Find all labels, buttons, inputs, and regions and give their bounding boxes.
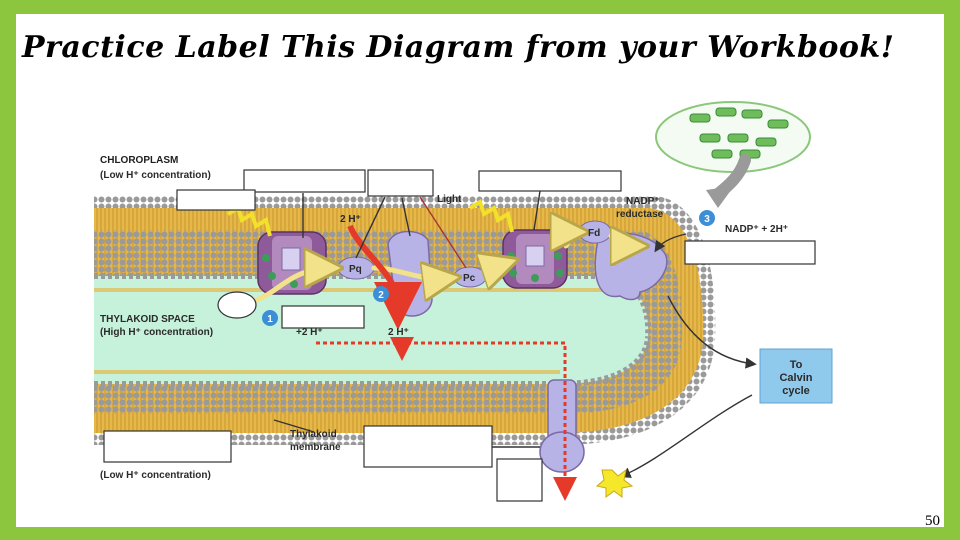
photosystem-i [502,229,568,289]
thylakoid-space-sub: (High H⁺ concentration) [100,327,213,338]
thylakoid-membrane-line-2: membrane [290,442,341,453]
answer-box-6[interactable] [281,305,365,329]
h-bottom-left-label: +2 H⁺ [296,327,323,338]
calvin-line-1: To [790,359,803,371]
slide-title: Practice Label This Diagram from your Wo… [22,30,895,65]
answer-box-8[interactable] [363,425,493,468]
nadp-reductase-line-1: NADP⁺ [626,196,660,207]
atp-burst-icon [595,468,634,498]
calvin-line-2: Calvin [779,372,812,384]
step-3-label: 3 [704,214,710,225]
pointer-lines [273,190,757,478]
chloroplasm-sub: (Low H⁺ concentration) [100,170,211,181]
answer-box-7[interactable] [103,430,232,463]
h-ion-arrows [316,224,577,501]
step-3-badge [699,210,715,226]
step-1-badge [262,310,278,326]
answer-oval[interactable] [217,291,257,319]
step-2-badge [373,286,389,302]
calvin-cycle-box [759,348,833,404]
answer-box-1[interactable] [243,169,366,193]
thylakoid-membrane-line-1: Thylakoid [290,429,337,440]
nadp-reductase-line-2: reductase [616,209,664,220]
answer-box-2[interactable] [367,169,434,197]
h-top-label: 2 H⁺ [340,214,361,225]
bottom-sub: (Low H⁺ concentration) [100,470,211,481]
answer-box-9[interactable] [496,458,543,502]
photosystem-ii [257,231,327,295]
step-1-label: 1 [267,314,273,325]
thylakoid-space-title: THYLAKOID SPACE [100,314,195,325]
step-2-label: 2 [378,290,384,301]
light-label: Light [437,194,462,205]
answer-box-4[interactable] [176,189,256,211]
nadp-equation: NADP⁺ + 2H⁺ [725,224,788,235]
calvin-line-3: cycle [782,385,810,397]
fd-label: Fd [588,228,600,239]
atp-synthase [539,379,585,473]
chloroplast-icon [655,101,811,208]
chloroplasm-title: CHLOROPLASM [100,155,178,166]
page-number: 50 [925,513,940,529]
pq-label: Pq [349,264,362,275]
answer-box-3[interactable] [478,170,622,192]
answer-box-5[interactable] [684,240,816,265]
pc-label: Pc [463,273,476,284]
h-bottom-right-label: 2 H⁺ [388,327,409,338]
